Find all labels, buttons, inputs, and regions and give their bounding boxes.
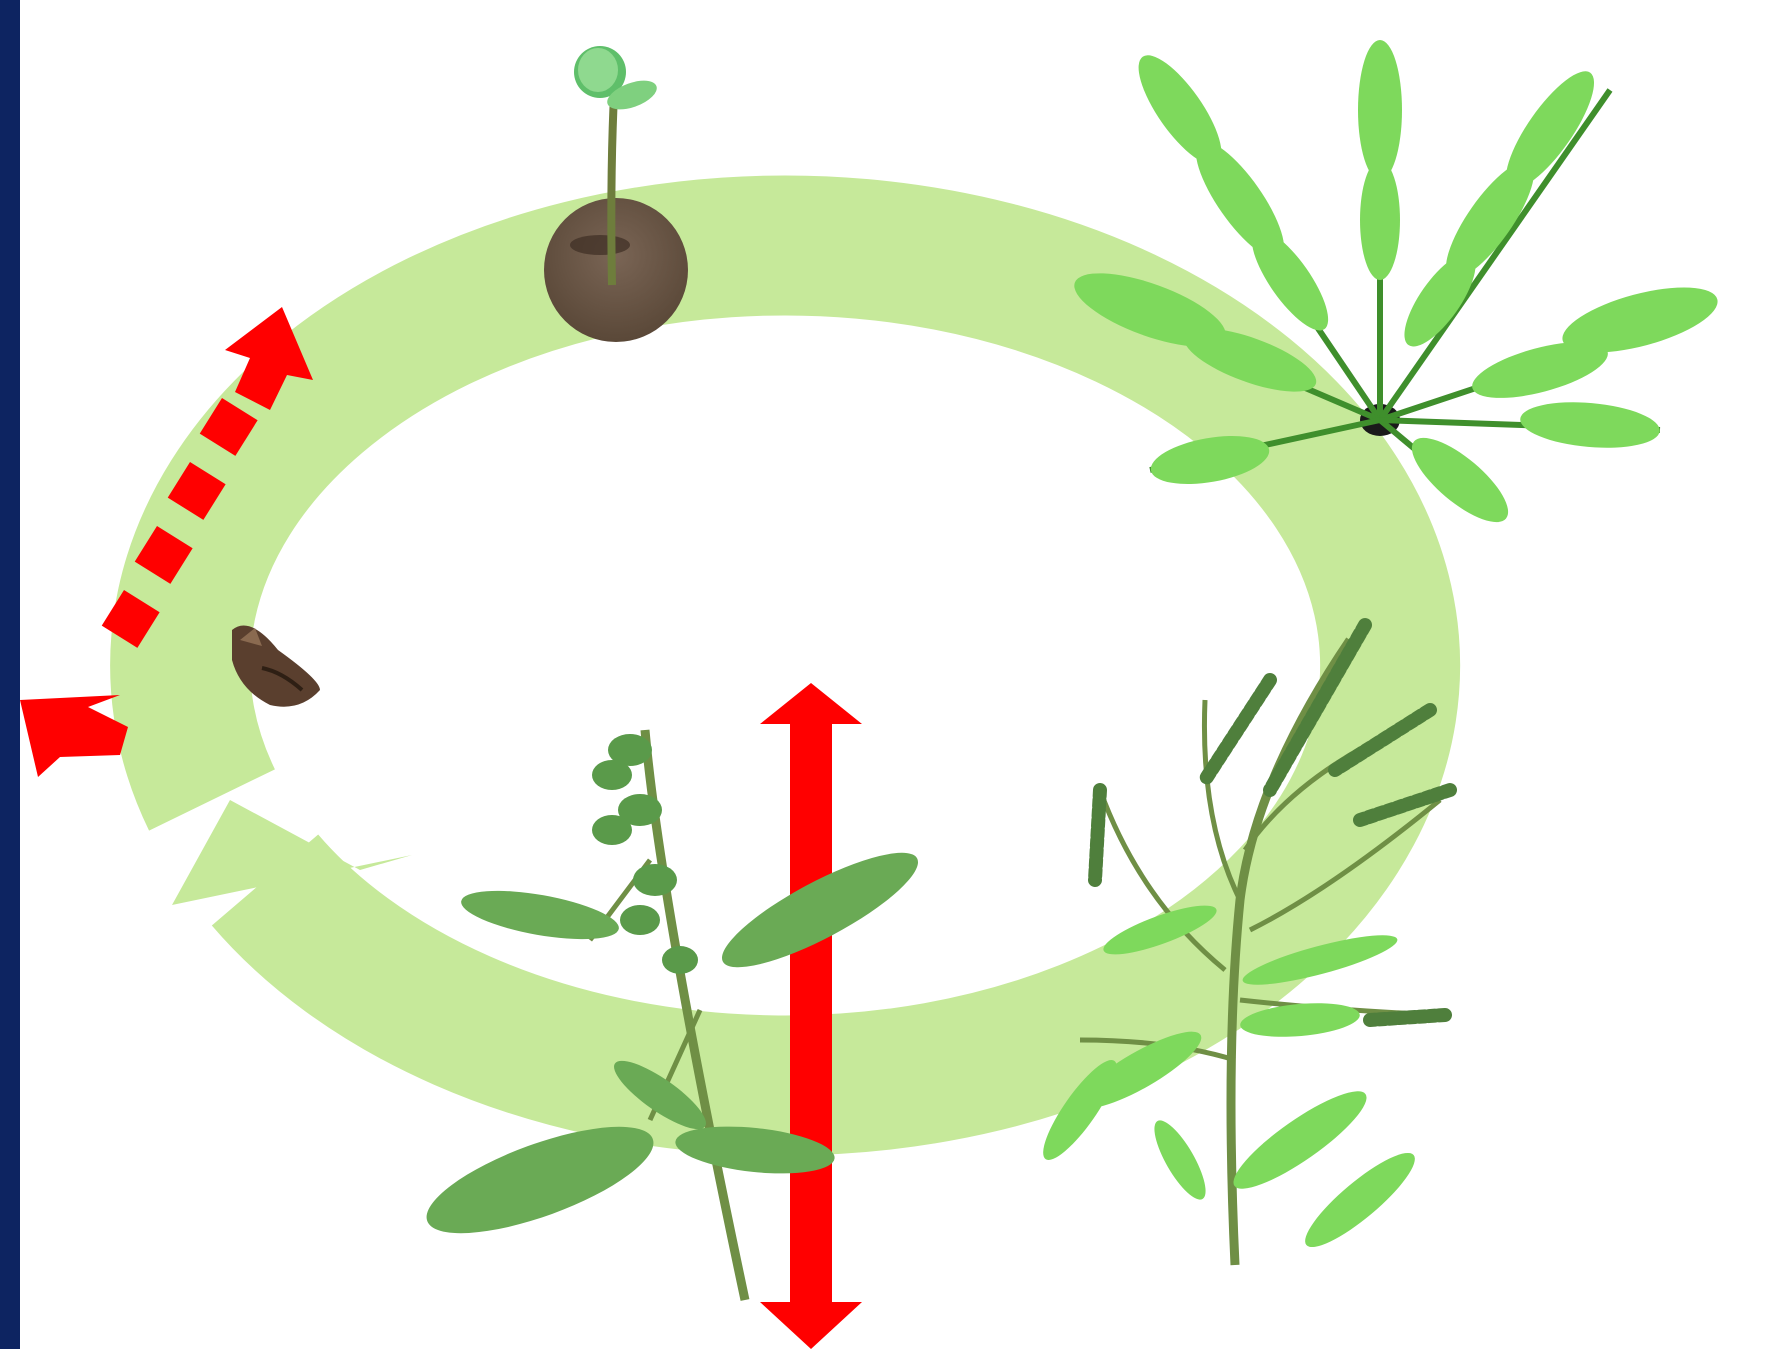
cycle-band: [180, 245, 1390, 1085]
